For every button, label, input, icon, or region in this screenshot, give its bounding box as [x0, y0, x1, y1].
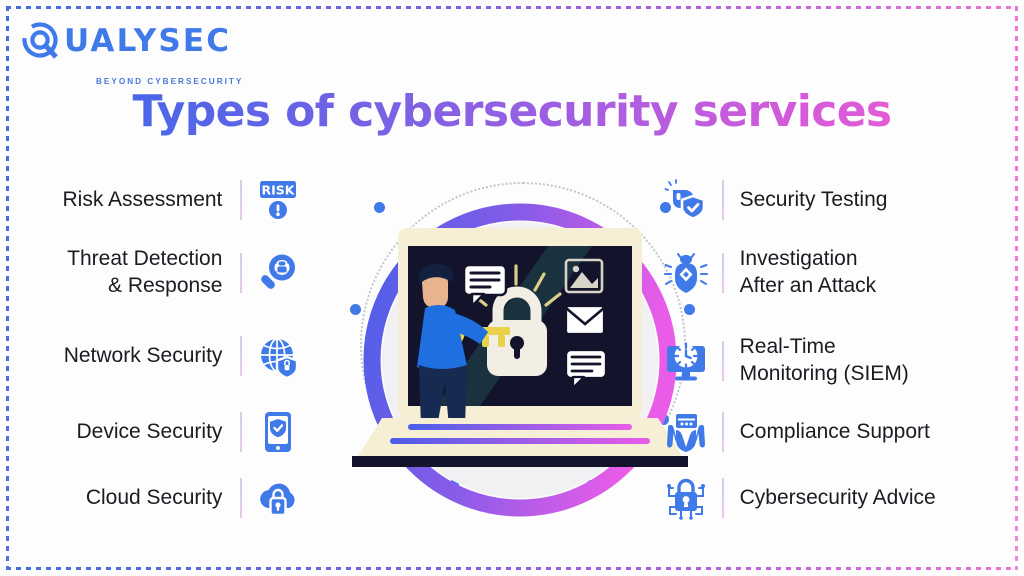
globe-lock-icon [256, 334, 300, 378]
orbit-dot [660, 202, 671, 213]
service-label: Threat Detection & Response [67, 247, 223, 297]
service-label: Real-Time Monitoring (SIEM) [739, 335, 909, 385]
phone-shield-icon [256, 410, 300, 454]
service-row-realtime-monitoring[interactable]: Real-Time Monitoring (SIEM) [664, 334, 909, 388]
frame-border-bottom [6, 567, 1018, 570]
monitor-clock-icon [664, 339, 708, 383]
service-row-network-security[interactable]: Network Security [64, 334, 300, 378]
hands-document-icon [664, 410, 708, 454]
service-row-device-security[interactable]: Device Security [77, 410, 300, 454]
row-divider [722, 180, 724, 220]
service-row-security-testing[interactable]: Security Testing [664, 178, 887, 222]
service-row-compliance-support[interactable]: Compliance Support [664, 410, 930, 454]
row-divider [240, 336, 242, 376]
service-label: Device Security [76, 419, 223, 443]
bug-shield-check-icon [664, 178, 708, 222]
service-row-risk-assessment[interactable]: Risk Assessment RISK [63, 178, 300, 222]
row-divider [722, 340, 724, 381]
service-row-cloud-security[interactable]: Cloud Security [86, 476, 300, 520]
image-icon [564, 258, 604, 294]
service-label: Cloud Security [85, 485, 223, 509]
service-row-cybersecurity-advice[interactable]: Cybersecurity Advice [664, 476, 936, 520]
frame-border-top [6, 6, 1018, 9]
service-label: Security Testing [739, 187, 888, 211]
row-divider [722, 252, 724, 293]
page-title: Types of cybersecurity services [0, 86, 1024, 137]
cloud-lock-icon [256, 476, 300, 520]
illustration-artwork [352, 203, 688, 517]
envelope-icon [564, 304, 606, 336]
orbit-dot [350, 304, 361, 315]
risk-badge-icon: RISK [256, 178, 300, 222]
svg-text:RISK: RISK [262, 183, 296, 198]
service-label: Compliance Support [739, 419, 930, 443]
orbit-dot [684, 304, 695, 315]
qualysec-wordmark-icon: UALYSEC [22, 22, 231, 59]
circuit-lock-icon [664, 476, 708, 520]
row-divider [722, 412, 724, 452]
row-divider [240, 180, 242, 220]
service-row-threat-detection[interactable]: Threat Detection & Response [67, 246, 300, 300]
row-divider [722, 478, 724, 518]
row-divider [240, 252, 242, 293]
magnifier-bug-icon [256, 251, 300, 295]
service-label: Investigation After an Attack [739, 247, 877, 297]
chat-bubble-icon [564, 348, 608, 390]
svg-text:UALYSEC: UALYSEC [64, 23, 231, 59]
row-divider [240, 478, 242, 518]
bug-scan-icon [664, 251, 708, 295]
service-label: Risk Assessment [62, 187, 223, 211]
service-row-investigation[interactable]: Investigation After an Attack [664, 246, 876, 300]
orbit-dot [374, 202, 385, 213]
row-divider [240, 412, 242, 452]
service-label: Network Security [63, 343, 223, 367]
service-label: Cybersecurity Advice [739, 485, 936, 509]
logo-tagline: BEYOND CYBERSECURITY [96, 77, 244, 86]
laptop-security-illustration [330, 160, 710, 550]
qualysec-logo: UALYSEC BEYOND CYBERSECURITY [20, 22, 255, 86]
chat-bubble-icon [462, 263, 508, 308]
